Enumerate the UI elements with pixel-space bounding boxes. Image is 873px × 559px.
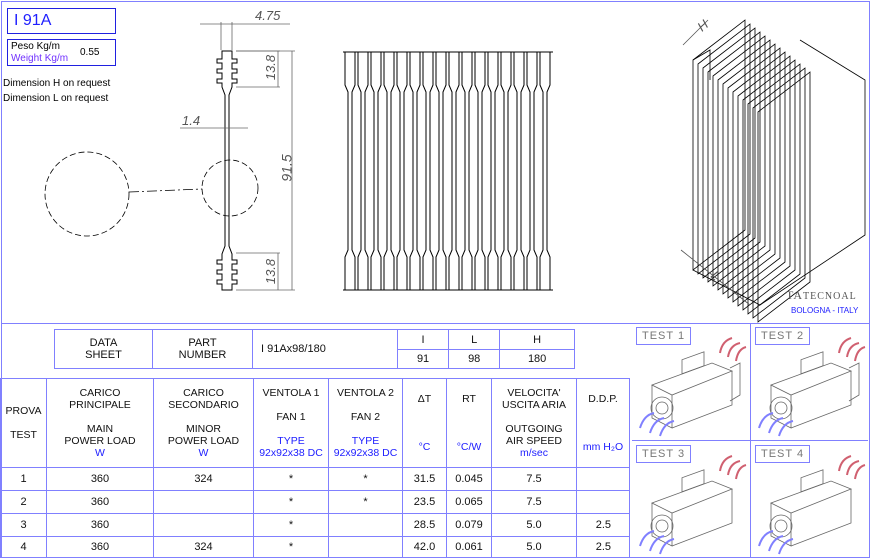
- test-4-diagram: TEST 4: [751, 441, 868, 557]
- dimension-lines: [44, 22, 295, 291]
- heatsink-isometric-view: [692, 19, 866, 323]
- test-label: TEST 2: [755, 327, 811, 345]
- dim-comb-top: 13.8: [263, 54, 279, 81]
- profile-section-drawing: [216, 50, 238, 291]
- table-cell: *: [328, 490, 403, 514]
- table-cell: 5.0: [491, 513, 577, 537]
- table-cell: [576, 467, 630, 491]
- test-label: TEST 4: [755, 445, 811, 463]
- col-ddp: D.D.P.mm H₂O: [576, 378, 630, 468]
- table-cell: 0.079: [446, 513, 492, 537]
- dim-value-i: 91: [396, 349, 450, 369]
- dim-header-i: I: [396, 329, 450, 350]
- table-cell: 23.5: [402, 490, 447, 514]
- table-cell: 1: [0, 467, 47, 491]
- table-cell: [576, 490, 630, 514]
- part-number-value: I 91Ax98/180: [252, 329, 398, 369]
- dim-header-h: H: [499, 329, 575, 350]
- table-cell: 360: [46, 467, 154, 491]
- table-cell: *: [253, 536, 329, 558]
- test-configurations-panel: TEST 1 TEST 2 TEST 3 TEST 4: [632, 323, 868, 557]
- col-rt: RT°C/W: [446, 378, 492, 468]
- test-label: TEST 3: [636, 445, 692, 463]
- table-cell: 0.045: [446, 467, 492, 491]
- table-cell: 360: [46, 513, 154, 537]
- fan-heatsink-icon: [758, 455, 866, 555]
- note-dimension-l: Dimension L on request: [3, 93, 109, 104]
- note-dimension-h: Dimension H on request: [3, 78, 111, 89]
- table-cell: 324: [153, 536, 254, 558]
- table-cell: 7.5: [491, 490, 577, 514]
- fan-heatsink-icon: [758, 337, 866, 437]
- dim-total-height: 91.5: [278, 154, 295, 182]
- table-cell: 2: [0, 490, 47, 514]
- heatsink-front-view: [343, 51, 553, 291]
- table-cell: 42.0: [402, 536, 447, 558]
- table-cell: 2.5: [576, 513, 630, 537]
- profile-code-box: I 91A: [7, 8, 116, 34]
- weight-label-en: Weight Kg/m: [11, 53, 69, 64]
- brand-logo: TATECNOAL: [786, 288, 857, 302]
- table-cell: *: [253, 467, 329, 491]
- table-cell: [153, 490, 254, 514]
- iso-dimension-lines: [680, 19, 751, 306]
- fan-heatsink-icon: [639, 455, 747, 555]
- test-1-diagram: TEST 1: [632, 323, 749, 439]
- dim-value-l: 98: [448, 349, 501, 369]
- dim-value-h: 180: [499, 349, 575, 369]
- dim-width: 4.75: [255, 8, 281, 23]
- table-cell: 0.065: [446, 490, 492, 514]
- table-cell: 28.5: [402, 513, 447, 537]
- test-3-diagram: TEST 3: [632, 441, 749, 557]
- table-cell: 31.5: [402, 467, 447, 491]
- table-cell: 5.0: [491, 536, 577, 558]
- dim-header-l: L: [448, 329, 501, 350]
- technical-drawing: [44, 19, 866, 323]
- table-cell: 360: [46, 536, 154, 558]
- table-cell: 3: [0, 513, 47, 537]
- table-cell: *: [328, 467, 403, 491]
- weight-value: 0.55: [80, 47, 100, 58]
- col-delta-t: ΔT°C: [402, 378, 447, 468]
- table-cell: [328, 513, 403, 537]
- test-2-diagram: TEST 2: [751, 323, 868, 439]
- table-cell: 0.061: [446, 536, 492, 558]
- dim-fin-thickness: 1.4: [182, 113, 201, 128]
- fan-heatsink-icon: [639, 337, 747, 437]
- profile-code: I 91A: [14, 12, 52, 29]
- table-cell: 7.5: [491, 467, 577, 491]
- dim-comb-bottom: 13.8: [263, 258, 279, 285]
- table-cell: *: [253, 490, 329, 514]
- weight-label-it: Peso Kg/m: [11, 41, 60, 52]
- table-cell: 2.5: [576, 536, 630, 558]
- table-cell: [328, 536, 403, 558]
- brand-location: BOLOGNA - ITALY: [791, 306, 859, 315]
- table-cell: [153, 513, 254, 537]
- divider: [1, 323, 870, 324]
- test-label: TEST 1: [636, 327, 692, 345]
- table-cell: 324: [153, 467, 254, 491]
- table-cell: *: [253, 513, 329, 537]
- table-cell: 360: [46, 490, 154, 514]
- weight-box: Peso Kg/m Weight Kg/m 0.55: [7, 39, 116, 66]
- table-cell: 4: [0, 536, 47, 558]
